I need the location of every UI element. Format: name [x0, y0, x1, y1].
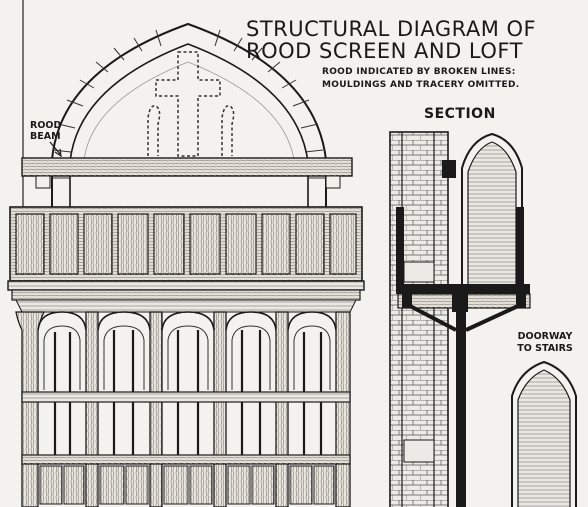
rood-beam: [21, 157, 353, 189]
diagram-title: STRUCTURAL DIAGRAM OF ROOD SCREEN AND LO…: [246, 18, 582, 62]
doorway-label-line-2: TO STAIRS: [517, 343, 573, 354]
note-line-1: ROOD INDICATED BY BROKEN LINES:: [322, 67, 516, 77]
section-drawing: [389, 131, 531, 507]
screen-bays: [15, 299, 357, 507]
title-line-1: STRUCTURAL DIAGRAM OF: [246, 17, 537, 41]
doorway-label: DOORWAY TO STAIRS: [506, 331, 584, 355]
doorway-to-stairs: [511, 360, 577, 507]
title-line-2: ROOD SCREEN AND LOFT: [246, 39, 523, 63]
rood-beam-label-line-1: ROOD: [30, 120, 62, 131]
rood-beam-label: ROOD BEAM: [30, 120, 61, 142]
rood-beam-label-line-2: BEAM: [30, 131, 61, 142]
chancel-arch: [51, 22, 327, 210]
loft-parapet: [7, 206, 365, 301]
note-line-2: MOULDINGS AND TRACERY OMITTED.: [322, 80, 520, 90]
rood-crucifix-dashed: [147, 51, 235, 157]
section-label: SECTION: [424, 106, 496, 122]
doorway-label-line-1: DOORWAY: [517, 331, 573, 342]
